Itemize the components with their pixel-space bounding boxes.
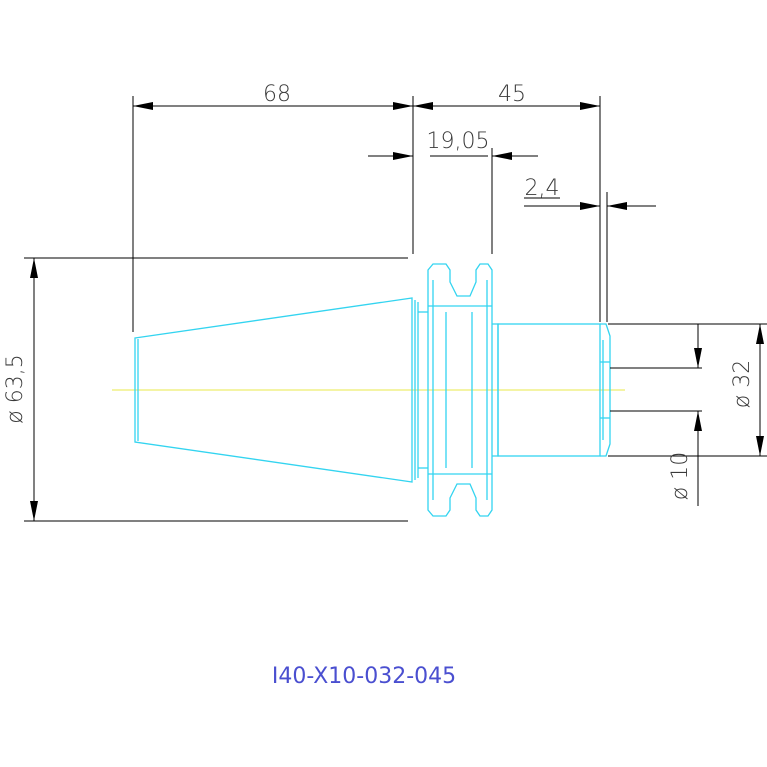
part-outline: [134, 263, 611, 517]
dim-taper-length: 68: [263, 82, 291, 107]
dim-flange-diameter: ø 63,5: [3, 354, 28, 423]
part-code: I40-X10-032-045: [272, 664, 456, 689]
dim-shank-diameter: ø 32: [730, 360, 755, 408]
dimension-lines: [24, 96, 767, 522]
dim-flange-width: 19,05: [427, 129, 490, 154]
dim-bore-diameter: ø 10: [668, 452, 693, 500]
nose-collar: [600, 323, 611, 457]
dim-collar: 2,4: [525, 176, 560, 201]
flange: [427, 263, 493, 517]
shank-body: [497, 323, 601, 457]
dim-shank-length: 45: [498, 82, 526, 107]
taper-cone: [134, 297, 413, 483]
